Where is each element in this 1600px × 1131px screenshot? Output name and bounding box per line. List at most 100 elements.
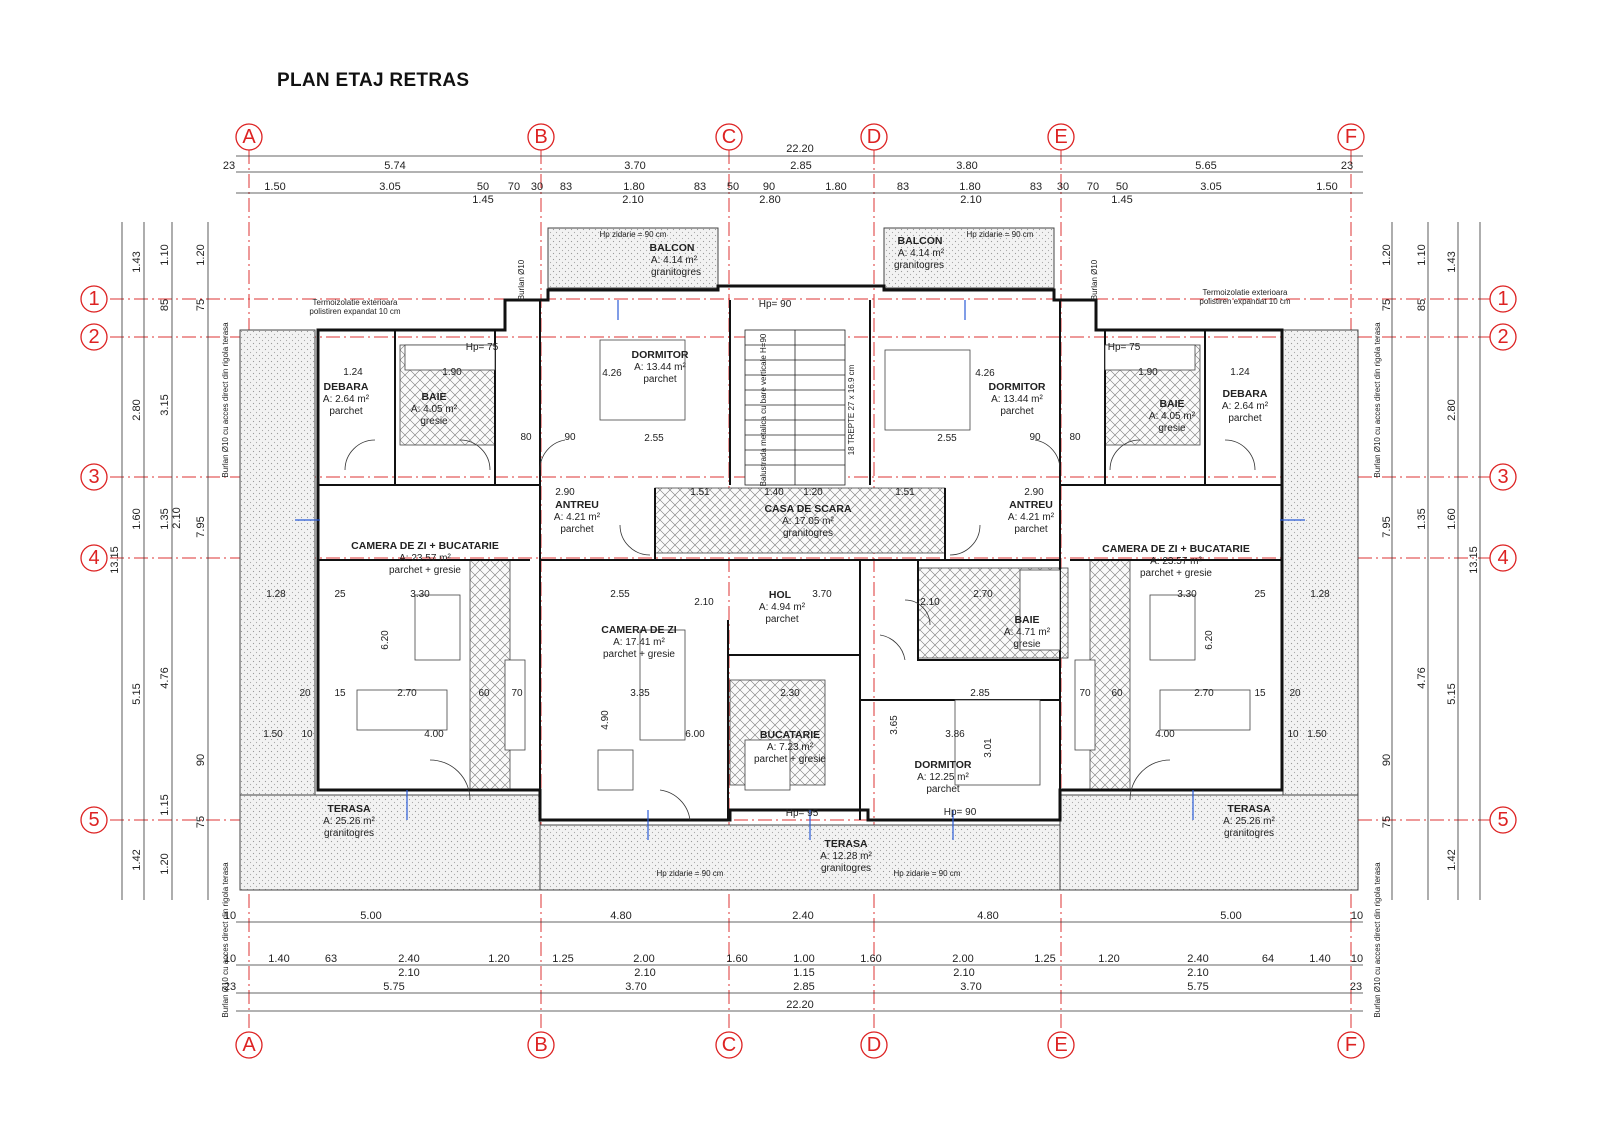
- svg-text:2.90: 2.90: [1024, 487, 1044, 498]
- svg-text:1.15: 1.15: [793, 967, 814, 979]
- room-bucatarie: BUCATARIE A: 7.23 m² parchet + gresie: [754, 729, 826, 765]
- svg-text:1.28: 1.28: [266, 589, 286, 600]
- svg-text:1.25: 1.25: [1034, 953, 1055, 965]
- svg-text:1.20: 1.20: [195, 244, 207, 265]
- svg-text:Termoizolatie exterioara: Termoizolatie exterioara: [1203, 288, 1288, 297]
- svg-text:1.20: 1.20: [1381, 244, 1393, 265]
- crosshatch-zones: [399, 344, 1201, 791]
- svg-text:A: 17.41 m²: A: 17.41 m²: [613, 637, 665, 648]
- svg-text:6.20: 6.20: [1204, 630, 1215, 650]
- svg-text:3.35: 3.35: [630, 688, 650, 699]
- svg-text:1.45: 1.45: [1111, 194, 1132, 206]
- sofa-left: [414, 594, 461, 661]
- svg-text:23: 23: [224, 981, 236, 993]
- room-dormitor-center: DORMITOR A: 12.25 m² parchet: [915, 759, 972, 795]
- svg-text:4: 4: [1497, 547, 1508, 569]
- svg-text:Burlan Ø10 cu acces direct din: Burlan Ø10 cu acces direct din rigola te…: [221, 322, 230, 478]
- svg-text:2.85: 2.85: [793, 981, 814, 993]
- svg-text:A: 25.26 m²: A: 25.26 m²: [323, 816, 375, 827]
- room-dormitor-right: DORMITOR A: 13.44 m² parchet: [989, 381, 1046, 417]
- svg-text:A: 4.94 m²: A: 4.94 m²: [759, 602, 806, 613]
- svg-text:parchet: parchet: [1000, 406, 1034, 417]
- axis-bubbles-right: 1 2 3 4 5: [1489, 285, 1517, 834]
- svg-text:1.24: 1.24: [1230, 367, 1250, 378]
- svg-text:A: 4.05 m²: A: 4.05 m²: [1149, 411, 1196, 422]
- svg-text:Hp= 95: Hp= 95: [786, 808, 819, 819]
- bathtub-center: [1019, 569, 1061, 651]
- svg-text:3.70: 3.70: [624, 160, 645, 172]
- bed-center: [954, 699, 1041, 786]
- svg-text:2.85: 2.85: [970, 688, 990, 699]
- axis-bubbles-bottom: A B C D E F: [235, 1031, 1365, 1059]
- svg-text:C: C: [722, 126, 736, 148]
- svg-text:1.90: 1.90: [1138, 367, 1158, 378]
- bathtub-right: [1104, 344, 1196, 371]
- svg-text:2.10: 2.10: [960, 194, 981, 206]
- svg-text:75: 75: [1381, 299, 1393, 311]
- svg-text:3.01: 3.01: [983, 738, 994, 758]
- svg-text:parchet + gresie: parchet + gresie: [754, 754, 826, 765]
- svg-text:Hp zidarie = 90 cm: Hp zidarie = 90 cm: [657, 869, 724, 878]
- svg-text:A: 7.23 m²: A: 7.23 m²: [767, 742, 814, 753]
- svg-text:Burlan Ø10: Burlan Ø10: [517, 259, 526, 300]
- axis-bubbles-top: A B C D E F: [235, 123, 1365, 151]
- svg-text:2.00: 2.00: [952, 953, 973, 965]
- svg-text:15: 15: [334, 688, 346, 699]
- room-terasa-right: TERASA A: 25.26 m² granitogres: [1223, 803, 1275, 839]
- sofa-center: [639, 629, 686, 741]
- svg-text:2.55: 2.55: [610, 589, 630, 600]
- svg-text:gresie: gresie: [420, 416, 448, 427]
- svg-text:parchet: parchet: [329, 406, 363, 417]
- svg-text:1.51: 1.51: [895, 487, 915, 498]
- svg-text:4.00: 4.00: [424, 729, 444, 740]
- svg-text:A: 23.57 m²: A: 23.57 m²: [1150, 556, 1202, 567]
- svg-text:83: 83: [560, 181, 572, 193]
- svg-text:C: C: [722, 1034, 736, 1056]
- interior-dimensions: 4.26 4.26 2.55 2.55 1.24 1.24 1.90 1.90 …: [263, 367, 1330, 758]
- staircase: [744, 329, 846, 486]
- svg-text:DORMITOR: DORMITOR: [915, 759, 972, 771]
- dining-table-right: [1159, 689, 1251, 731]
- svg-text:90: 90: [1029, 432, 1041, 443]
- svg-text:1.10: 1.10: [1416, 244, 1428, 265]
- svg-text:TERASA: TERASA: [327, 803, 371, 815]
- svg-text:A: 13.44 m²: A: 13.44 m²: [634, 362, 686, 373]
- room-camera-zi-bucatarie-left: CAMERA DE ZI + BUCATARIE A: 23.57 m² par…: [351, 540, 499, 576]
- svg-text:parchet: parchet: [560, 524, 594, 535]
- svg-text:1: 1: [88, 288, 99, 310]
- room-terasa-center: TERASA A: 12.28 m² granitogres Hp zidari…: [657, 838, 961, 878]
- svg-text:2.40: 2.40: [1187, 953, 1208, 965]
- svg-text:20: 20: [299, 688, 311, 699]
- svg-text:70: 70: [511, 688, 523, 699]
- dimension-chain-left: 1.43 2.80 1.60 5.15 1.42 1.10 85 3.15 1.…: [109, 222, 209, 900]
- svg-text:Balustrada metalica cu bare ve: Balustrada metalica cu bare verticale H=…: [759, 333, 768, 486]
- svg-text:3.05: 3.05: [1200, 181, 1221, 193]
- svg-text:13.15: 13.15: [1468, 546, 1480, 574]
- svg-text:Hp= 75: Hp= 75: [1108, 342, 1141, 353]
- svg-text:85: 85: [159, 299, 171, 311]
- room-baie-center: BAIE A: 4.71 m² gresie: [1004, 614, 1051, 650]
- svg-text:4.76: 4.76: [159, 667, 171, 688]
- svg-text:1.40: 1.40: [1309, 953, 1330, 965]
- svg-text:DEBARA: DEBARA: [324, 381, 369, 393]
- svg-text:A: 4.21 m²: A: 4.21 m²: [554, 512, 601, 523]
- svg-text:DORMITOR: DORMITOR: [632, 349, 689, 361]
- svg-text:1.40: 1.40: [764, 487, 784, 498]
- svg-text:2.10: 2.10: [1187, 967, 1208, 979]
- svg-text:10: 10: [1351, 910, 1363, 922]
- dining-table-left: [356, 689, 448, 731]
- svg-text:1.35: 1.35: [1416, 508, 1428, 529]
- svg-text:1: 1: [1497, 288, 1508, 310]
- svg-text:2.70: 2.70: [1194, 688, 1214, 699]
- svg-text:1.20: 1.20: [488, 953, 509, 965]
- svg-text:Hp= 90: Hp= 90: [759, 299, 792, 310]
- svg-text:A: 2.64 m²: A: 2.64 m²: [323, 394, 370, 405]
- svg-text:10: 10: [224, 910, 236, 922]
- svg-text:BALCON: BALCON: [650, 242, 695, 254]
- svg-text:2.10: 2.10: [171, 507, 183, 528]
- svg-text:TERASA: TERASA: [1227, 803, 1271, 815]
- svg-text:75: 75: [195, 816, 207, 828]
- svg-text:1.50: 1.50: [263, 729, 283, 740]
- bed-left: [599, 339, 686, 421]
- svg-text:3.80: 3.80: [956, 160, 977, 172]
